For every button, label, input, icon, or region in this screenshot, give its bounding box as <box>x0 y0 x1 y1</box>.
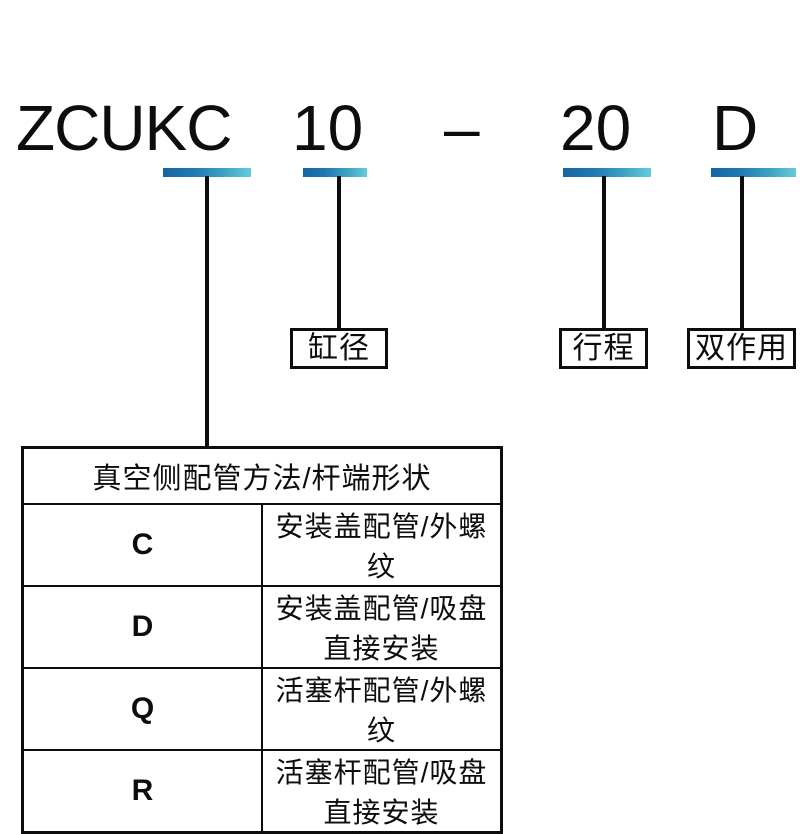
leader-line-action <box>740 176 744 330</box>
model-code-series: ZCUKC <box>16 92 232 164</box>
option-desc-r: 活塞杆配管/吸盘直接安装 <box>261 749 500 831</box>
option-code-r: R <box>24 749 263 831</box>
model-code-stroke: 20 <box>560 92 632 164</box>
table-row: D 安装盖配管/吸盘直接安装 <box>24 585 500 669</box>
options-table: 真空侧配管方法/杆端形状 C 安装盖配管/外螺纹 D 安装盖配管/吸盘直接安装 … <box>21 446 503 834</box>
underline-bar-action <box>711 168 796 177</box>
option-code-q: Q <box>24 667 263 751</box>
model-code-action: D <box>712 92 759 164</box>
option-desc-c: 安装盖配管/外螺纹 <box>261 503 500 587</box>
leader-line-bore <box>337 176 341 330</box>
underline-bar-stroke <box>563 168 651 177</box>
callout-label-action: 双作用 <box>695 331 788 365</box>
underline-bar-bore <box>303 168 367 177</box>
option-code-c: C <box>24 503 263 587</box>
callout-box-bore: 缸径 <box>290 328 388 369</box>
underline-bar-series <box>163 168 251 177</box>
table-row: C 安装盖配管/外螺纹 <box>24 503 500 587</box>
callout-label-stroke: 行程 <box>572 331 635 365</box>
callout-box-action: 双作用 <box>687 328 796 369</box>
option-desc-d: 安装盖配管/吸盘直接安装 <box>261 585 500 669</box>
model-code-bore: 10 <box>292 92 364 164</box>
callout-box-stroke: 行程 <box>559 328 648 369</box>
model-designation-diagram: ZCUKC 10 – 20 D 缸径 行程 双作用 真空侧配管方法/杆端形状 C… <box>16 92 796 834</box>
option-desc-q: 活塞杆配管/外螺纹 <box>261 667 500 751</box>
leader-line-series <box>205 176 209 448</box>
model-code-separator: – <box>444 92 480 164</box>
table-header-cell: 真空侧配管方法/杆端形状 <box>24 449 500 505</box>
table-row: R 活塞杆配管/吸盘直接安装 <box>24 749 500 831</box>
table-header-row: 真空侧配管方法/杆端形状 <box>24 449 500 505</box>
callout-label-bore: 缸径 <box>308 331 370 365</box>
leader-line-stroke <box>602 176 606 330</box>
option-code-d: D <box>24 585 263 669</box>
table-row: Q 活塞杆配管/外螺纹 <box>24 667 500 751</box>
